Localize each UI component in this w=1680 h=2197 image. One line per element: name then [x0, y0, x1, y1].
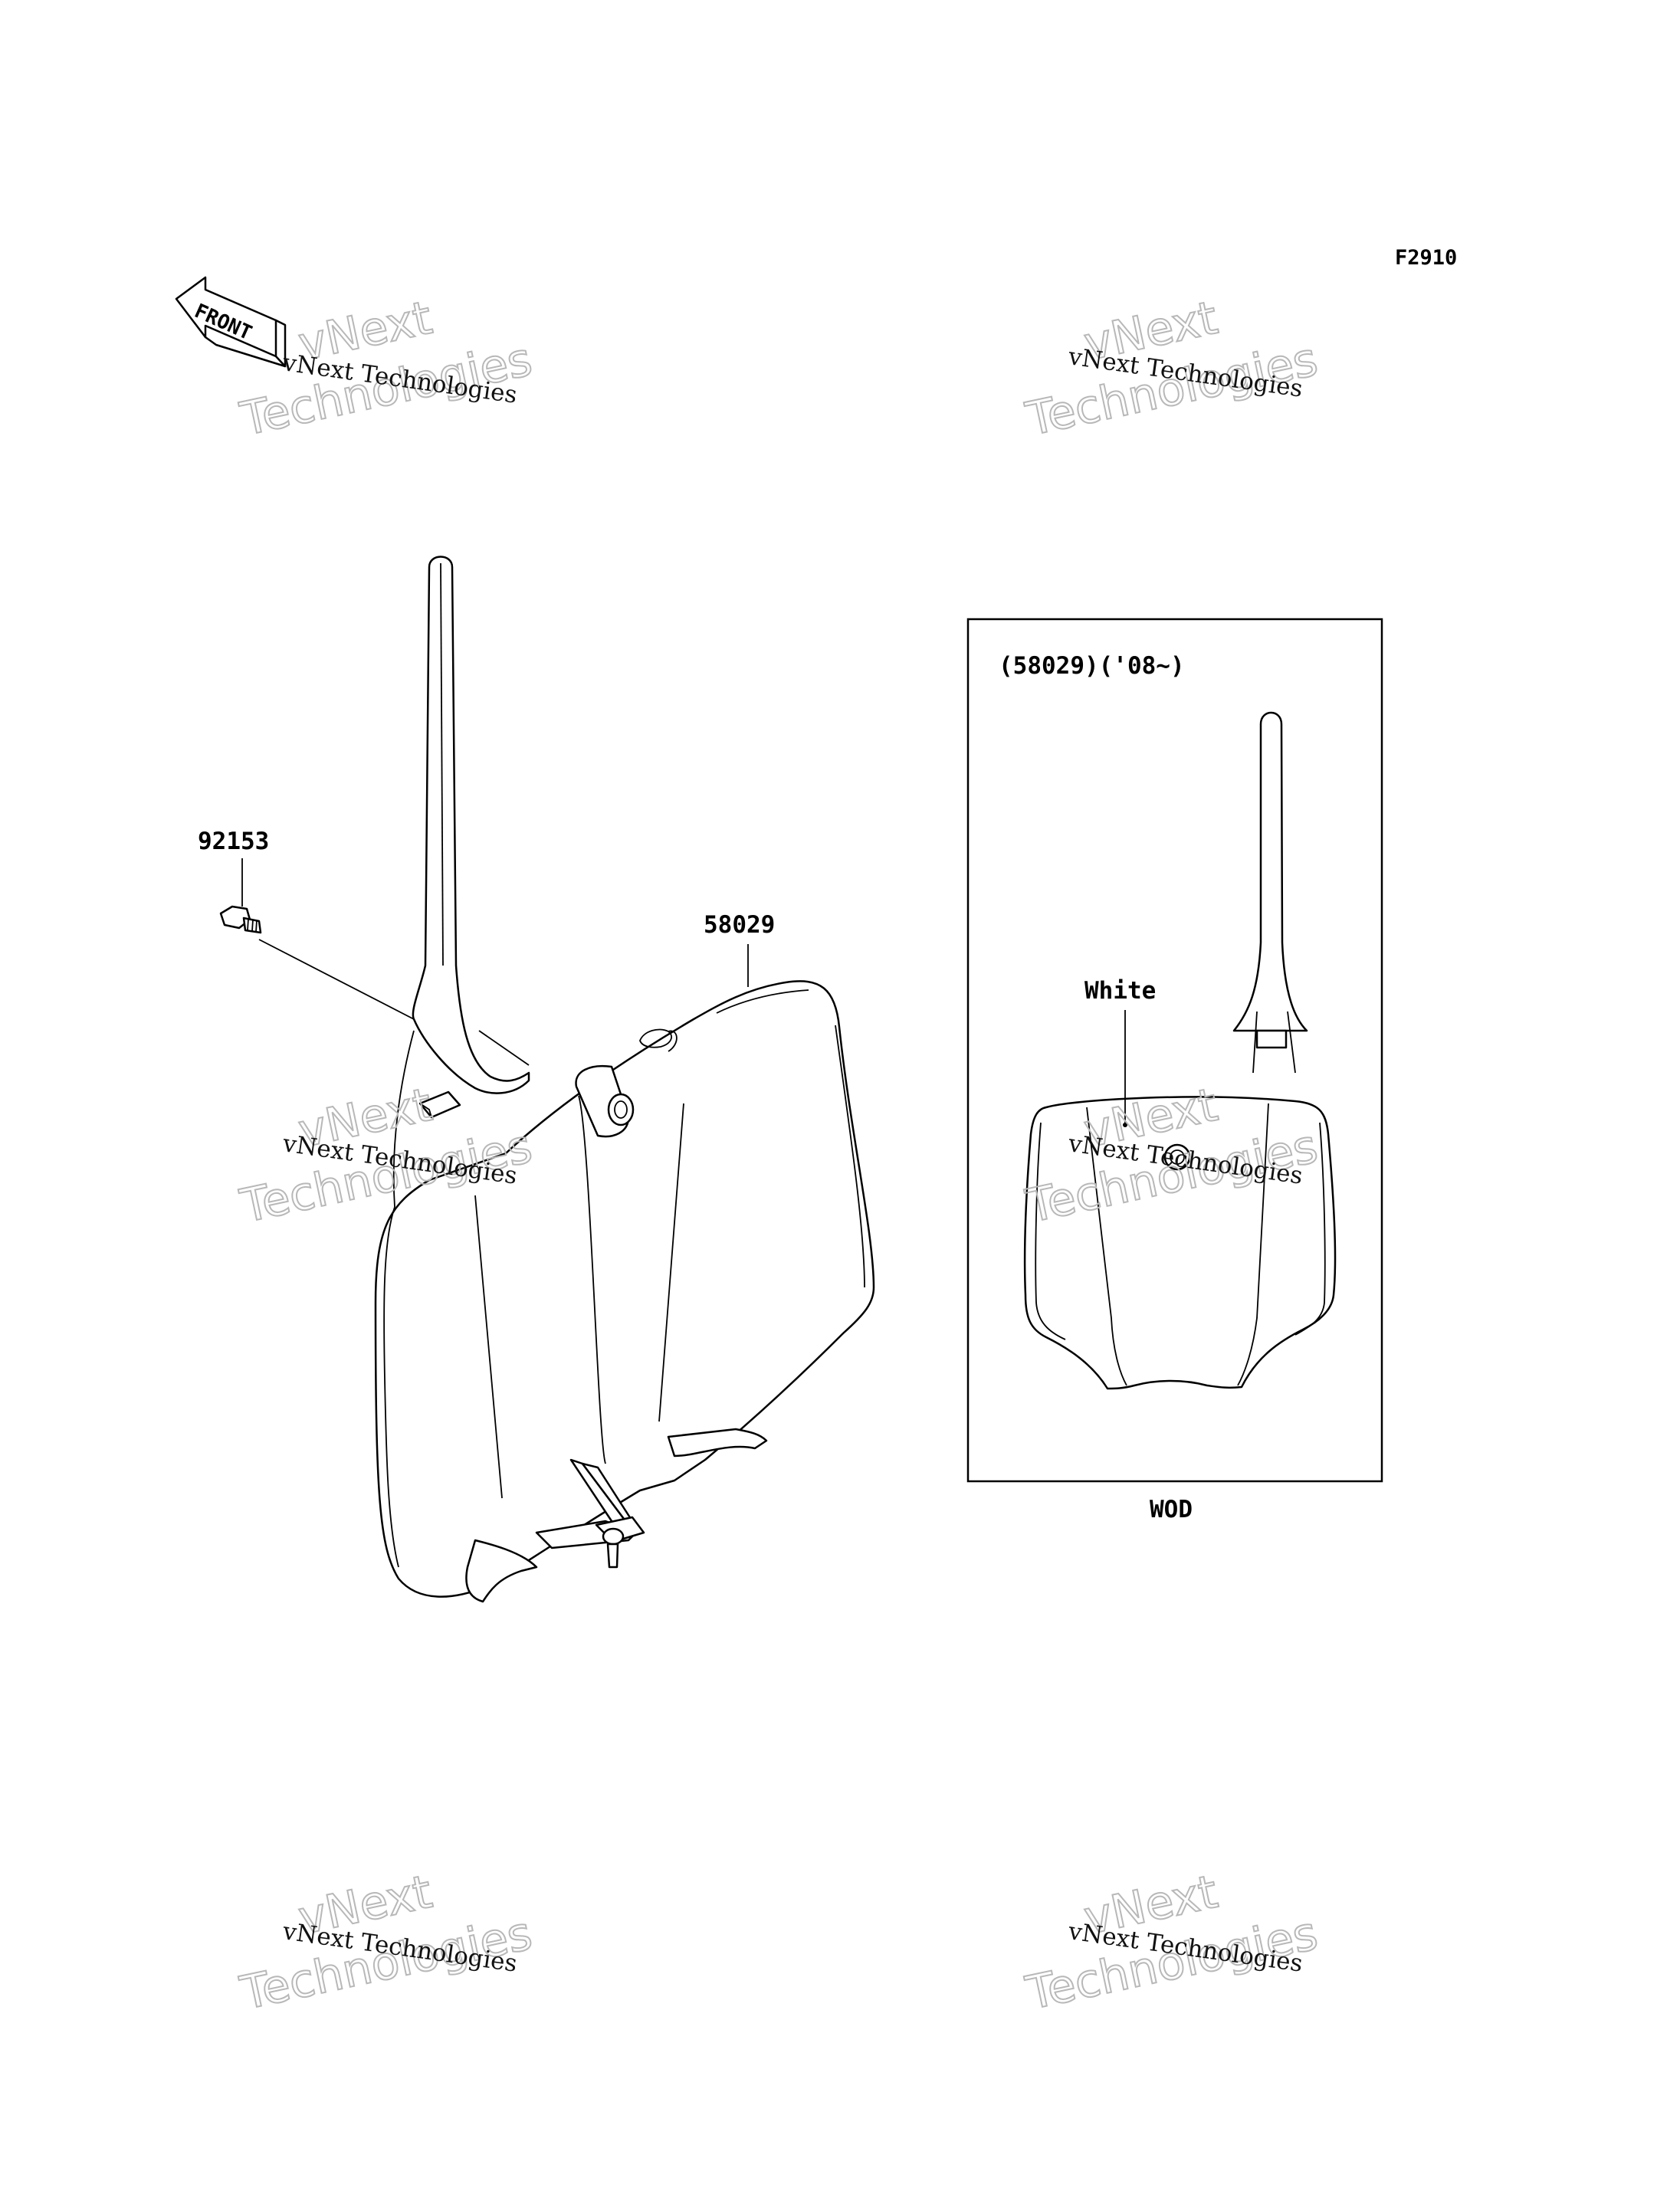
watermark-3: Technologies vNext vNext Technologies [235, 1077, 538, 1235]
bolt-icon [219, 905, 262, 934]
inset-title: (58029)('08~) [999, 652, 1185, 680]
inset-caption-wod: WOD [1150, 1496, 1193, 1523]
wod-strap-slot [1255, 1029, 1288, 1049]
leader-dot-white [1123, 1123, 1127, 1127]
number-plate-main [374, 556, 875, 1603]
inset-box [966, 618, 1383, 1483]
watermark-6: Technologies vNext vNext Technologies [1021, 1864, 1324, 2022]
watermark-5: Technologies vNext vNext Technologies [235, 1864, 538, 2022]
watermark-2: Technologies vNext vNext Technologies [1021, 290, 1324, 448]
number-plate-wod [1023, 711, 1337, 1390]
color-label-white: White [1084, 977, 1156, 1005]
part-number-92153: 92153 [198, 828, 269, 855]
watermark-1: Technologies vNext vNext Technologies [235, 290, 538, 448]
front-arrow-icon: FRONT [175, 276, 287, 368]
leader-line-bolt-to-plate [258, 939, 415, 1020]
part-number-58029: 58029 [704, 911, 775, 939]
figure-code: F2910 [1395, 246, 1457, 270]
